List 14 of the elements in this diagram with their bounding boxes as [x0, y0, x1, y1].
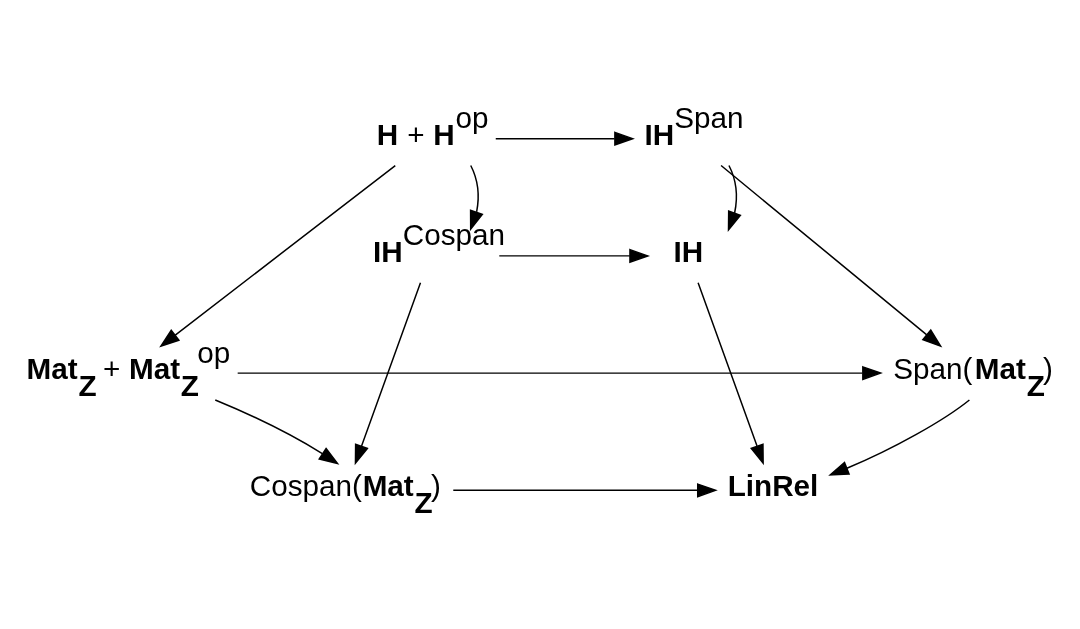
arrow: [214, 399, 340, 465]
arrow: [720, 164, 943, 348]
node-text: IH: [673, 234, 704, 268]
arrow: [354, 282, 422, 466]
arrow: [159, 164, 396, 348]
arrow: [697, 282, 764, 466]
arrow: [828, 399, 971, 476]
arrow: [469, 164, 484, 232]
arrow: [236, 365, 883, 381]
node-text: LinRel: [727, 469, 819, 503]
arrow: [495, 131, 635, 146]
arrow: [727, 164, 742, 232]
arrow: [498, 248, 650, 264]
arrow: [452, 483, 718, 498]
